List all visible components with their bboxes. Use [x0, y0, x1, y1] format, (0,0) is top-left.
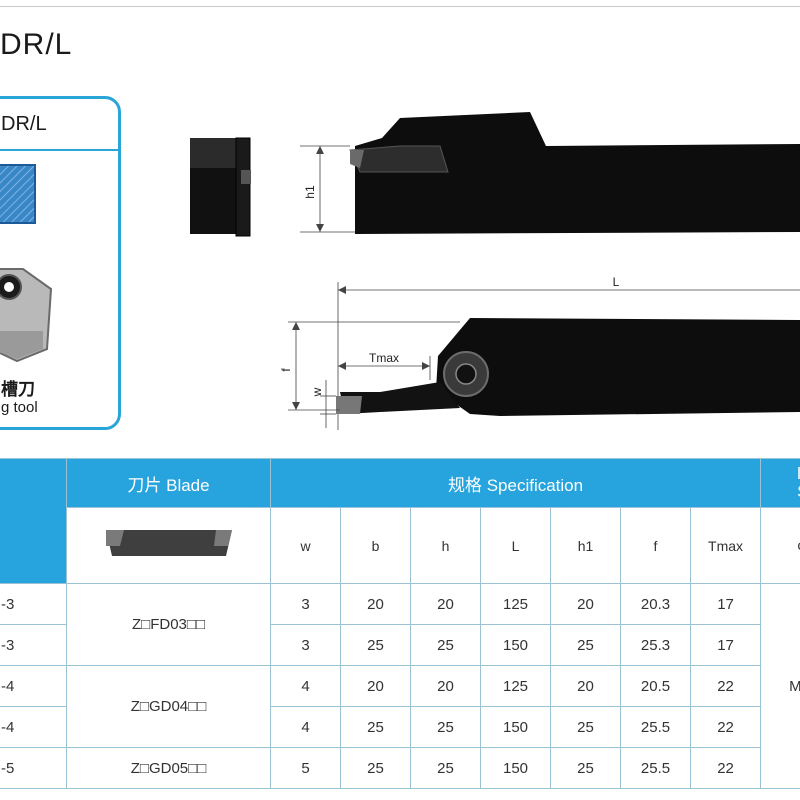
cell-tmax: 22: [689, 665, 762, 707]
col-header-L: L: [480, 507, 551, 584]
cell-b: 25: [340, 624, 411, 666]
col-header-w: w: [270, 507, 341, 584]
blade-image-cell: [66, 507, 271, 584]
dim-h1: h1: [300, 145, 355, 233]
cell-f: 20.3: [620, 583, 691, 625]
col-header-f: f: [620, 507, 691, 584]
card-title: DR/L: [1, 113, 47, 135]
table-row: -4 4 25 25 150 25 25.5 22: [0, 706, 800, 748]
cell-h: 25: [410, 624, 481, 666]
header-model: [0, 458, 67, 584]
cell-model: -3: [0, 624, 67, 666]
header-blade: 刀片 Blade: [66, 458, 271, 508]
cell-model: -4: [0, 706, 67, 748]
cell-h: 25: [410, 706, 481, 748]
header-specification: 规格 Specification: [269, 458, 762, 508]
dim-L-label: L: [613, 275, 620, 289]
col-header-h1: h1: [550, 507, 621, 584]
cell-tmax: 17: [689, 624, 762, 666]
cell-h1: 25: [550, 706, 621, 748]
cell-w: 4: [270, 665, 341, 707]
cell-model: -4: [0, 665, 67, 707]
cell-right-merged: M: [760, 583, 800, 789]
cell-f: 20.5: [620, 665, 691, 707]
cell-w: 5: [270, 747, 341, 789]
cell-h1: 25: [550, 747, 621, 789]
cell-w: 4: [270, 706, 341, 748]
table-row: -5 Z□GD05□□ 5 25 25 150 25 25.5 22: [0, 747, 800, 789]
card-caption-chinese: 槽刀: [1, 380, 35, 399]
cell-model: -3: [0, 583, 67, 625]
card-caption-english: g tool: [1, 399, 38, 416]
col-header-h: h: [410, 507, 481, 584]
header-right-line1: l: [797, 464, 800, 483]
table-row: -3 3 25 25 150 25 25.3 17: [0, 624, 800, 666]
dim-w-label: w: [310, 387, 324, 397]
cell-h: 20: [410, 665, 481, 707]
cell-model: -5: [0, 747, 67, 789]
card-header: DR/L: [0, 99, 118, 151]
dim-w: w: [310, 380, 336, 428]
cell-f: 25.5: [620, 747, 691, 789]
tool-type-card: DR/L 槽刀 g tool: [0, 96, 121, 430]
table-row: -3 Z□FD03□□ 3 20 20 125 20 20.3 17 M: [0, 583, 800, 789]
header-right-line2: S: [797, 482, 800, 501]
cell-h1: 20: [550, 583, 621, 625]
cell-L: 150: [480, 706, 551, 748]
cell-right-value: M: [789, 678, 800, 695]
card-illustration: [0, 164, 53, 363]
col-header-right-symbol: ¢: [797, 538, 800, 554]
blade-icon: [105, 529, 232, 556]
top-divider: [0, 6, 800, 7]
cell-tmax: 17: [689, 583, 762, 625]
dim-f: f: [279, 321, 460, 411]
col-header-right: ¢: [760, 507, 800, 584]
cell-blade: Z□GD04□□: [66, 665, 271, 748]
cell-L: 125: [480, 665, 551, 707]
cell-h1: 20: [550, 665, 621, 707]
cell-h1: 25: [550, 624, 621, 666]
cell-blade: Z□GD05□□: [66, 747, 271, 789]
cell-b: 20: [340, 583, 411, 625]
dim-f-label: f: [279, 368, 293, 372]
cell-b: 25: [340, 706, 411, 748]
cell-f: 25.3: [620, 624, 691, 666]
col-header-tmax: Tmax: [689, 507, 762, 584]
cell-f: 25.5: [620, 706, 691, 748]
cell-w: 3: [270, 583, 341, 625]
blade-part-drawing: [190, 137, 251, 237]
tool-drawing: h1 L f Tmax w: [190, 112, 800, 430]
cell-L: 150: [480, 747, 551, 789]
header-right: l S: [760, 458, 800, 508]
cell-b: 20: [340, 665, 411, 707]
cell-tmax: 22: [689, 747, 762, 789]
section-hatch-icon: [0, 164, 36, 224]
cell-w: 3: [270, 624, 341, 666]
holder-side-view: [349, 112, 800, 234]
cell-b: 25: [340, 747, 411, 789]
page-title: DR/L: [0, 28, 73, 61]
dim-h1-label: h1: [303, 185, 317, 199]
dim-tmax: Tmax: [338, 351, 431, 380]
holder-top-view: [336, 318, 800, 416]
cell-blade: Z□FD03□□: [66, 583, 271, 666]
cell-L: 150: [480, 624, 551, 666]
table-row: -4 Z□GD04□□ 4 20 20 125 20 20.5 22: [0, 665, 800, 748]
cell-h: 25: [410, 747, 481, 789]
col-header-b: b: [340, 507, 411, 584]
cell-L: 125: [480, 583, 551, 625]
cell-tmax: 22: [689, 706, 762, 748]
dim-tmax-label: Tmax: [369, 351, 399, 365]
cell-h: 20: [410, 583, 481, 625]
spec-table: 刀片 Blade 规格 Specification l S w b h L h1…: [0, 458, 800, 789]
